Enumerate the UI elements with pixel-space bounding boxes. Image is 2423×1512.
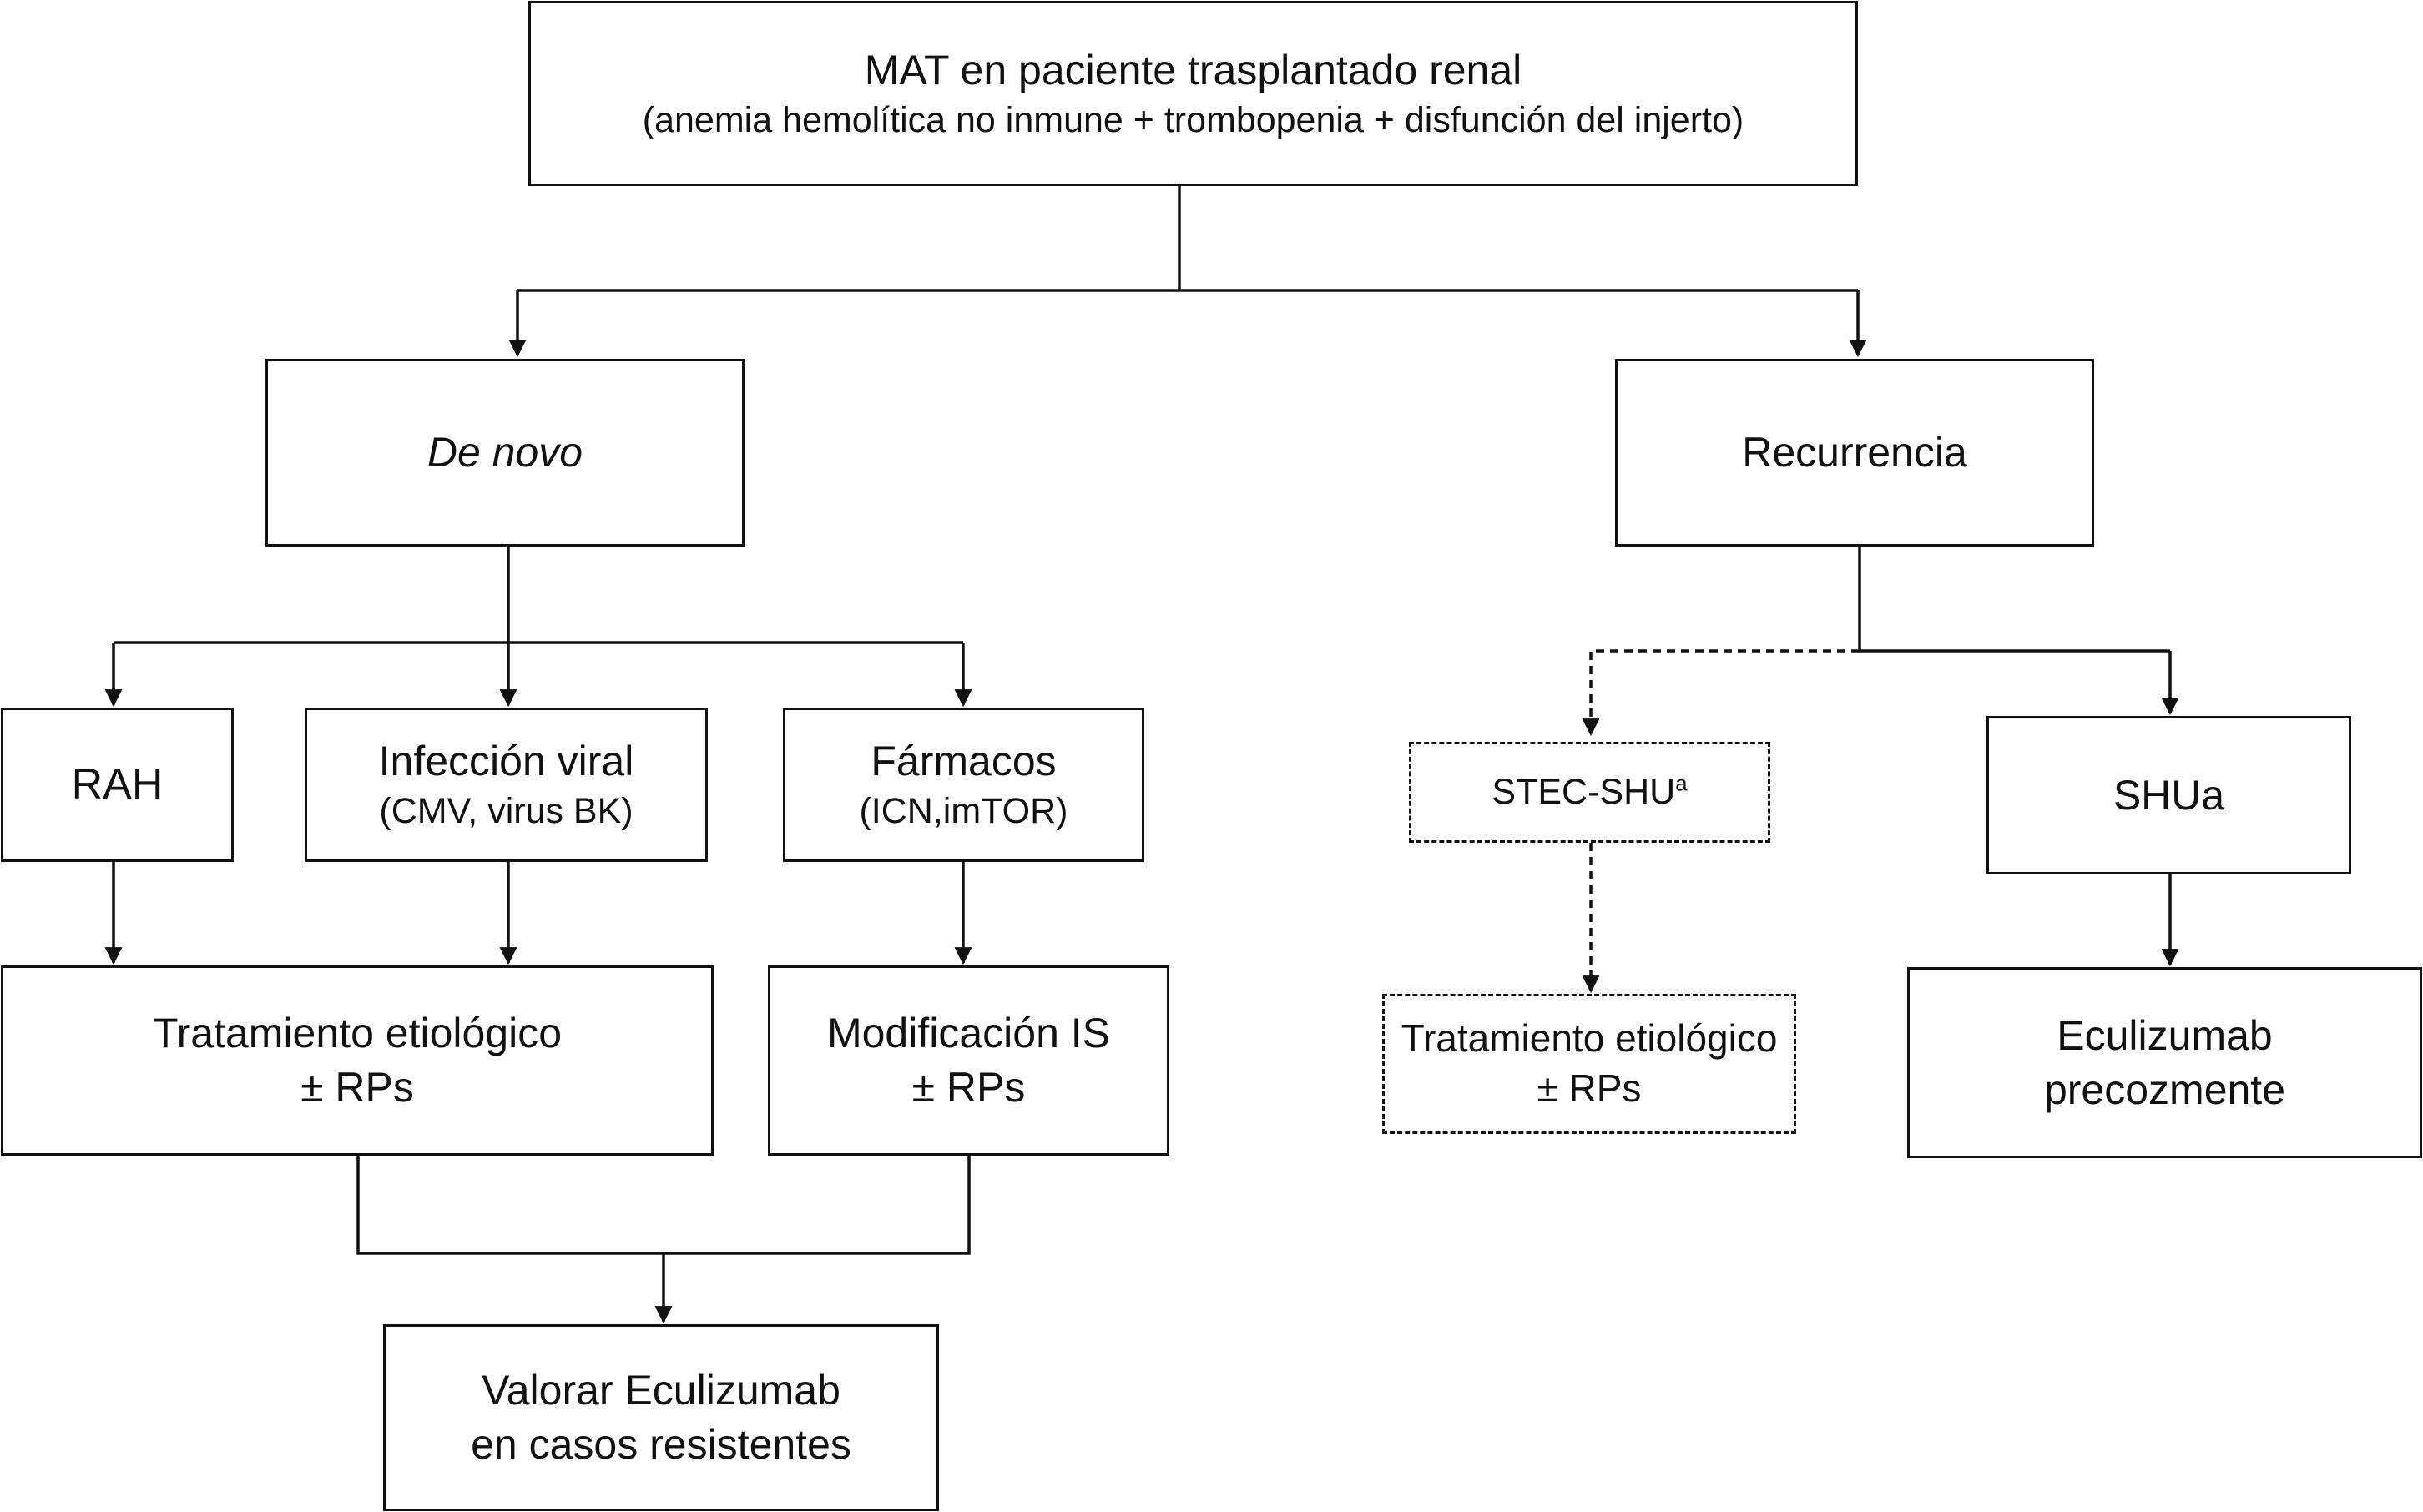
stec-shu-node: STEC-SHUa <box>1409 742 1770 843</box>
valorar-line1: Valorar Eculizumab <box>482 1367 840 1414</box>
connector-recurrencia-trunk <box>1858 547 2170 653</box>
denovo-label: De novo <box>427 429 583 476</box>
eculizumab-line2: precozmente <box>2043 1066 2286 1113</box>
denovo-node: De novo <box>265 359 745 547</box>
rah-node: RAH <box>1 708 234 862</box>
shua-node: SHUa <box>1986 716 2351 874</box>
valorar-node: Valorar Eculizumab en casos resistentes <box>383 1324 939 1511</box>
root-node: MAT en paciente trasplantado renal (anem… <box>528 1 1858 186</box>
connector-merge <box>356 1156 971 1255</box>
connector-recurrencia-dashed <box>1582 649 1860 737</box>
stec-tratamiento-line1: Tratamiento etiológico <box>1401 1016 1778 1061</box>
root-subtitle: (anemia hemolítica no inmune + trombopen… <box>642 99 1744 140</box>
tratamiento-line1: Tratamiento etiológico <box>152 1010 563 1056</box>
stec-tratamiento-line2: ± RPs <box>1537 1066 1642 1110</box>
modificacion-line2: ± RPs <box>911 1064 1026 1111</box>
stec-shu-footnote-mark: a <box>1675 772 1688 796</box>
valorar-line2: en casos resistentes <box>471 1421 851 1468</box>
stec-tratamiento-node: Tratamiento etiológico ± RPs <box>1382 994 1796 1134</box>
modificacion-line1: Modificación IS <box>826 1010 1111 1056</box>
recurrencia-label: Recurrencia <box>1742 429 1967 476</box>
farmacos-subtitle: (ICN,imTOR) <box>859 791 1068 832</box>
farmacos-node: Fármacos (ICN,imTOR) <box>783 708 1144 862</box>
recurrencia-node: Recurrencia <box>1615 359 2094 547</box>
shua-label: SHUa <box>2113 771 2225 819</box>
eculizumab-line1: Eculizumab <box>2057 1011 2273 1059</box>
tratamiento-node: Tratamiento etiológico ± RPs <box>1 965 714 1156</box>
infeccion-subtitle: (CMV, virus BK) <box>379 791 634 832</box>
eculizumab-node: Eculizumab precozmente <box>1907 967 2422 1158</box>
infeccion-title: Infección viral <box>378 738 634 785</box>
modificacion-node: Modificación IS ± RPs <box>768 965 1169 1156</box>
rah-label: RAH <box>71 759 164 809</box>
tratamiento-line2: ± RPs <box>300 1064 414 1111</box>
farmacos-title: Fármacos <box>871 738 1057 785</box>
root-title: MAT en paciente trasplantado renal <box>864 46 1522 93</box>
stec-shu-label: STEC-SHUa <box>1492 771 1688 812</box>
infeccion-node: Infección viral (CMV, virus BK) <box>305 708 708 862</box>
